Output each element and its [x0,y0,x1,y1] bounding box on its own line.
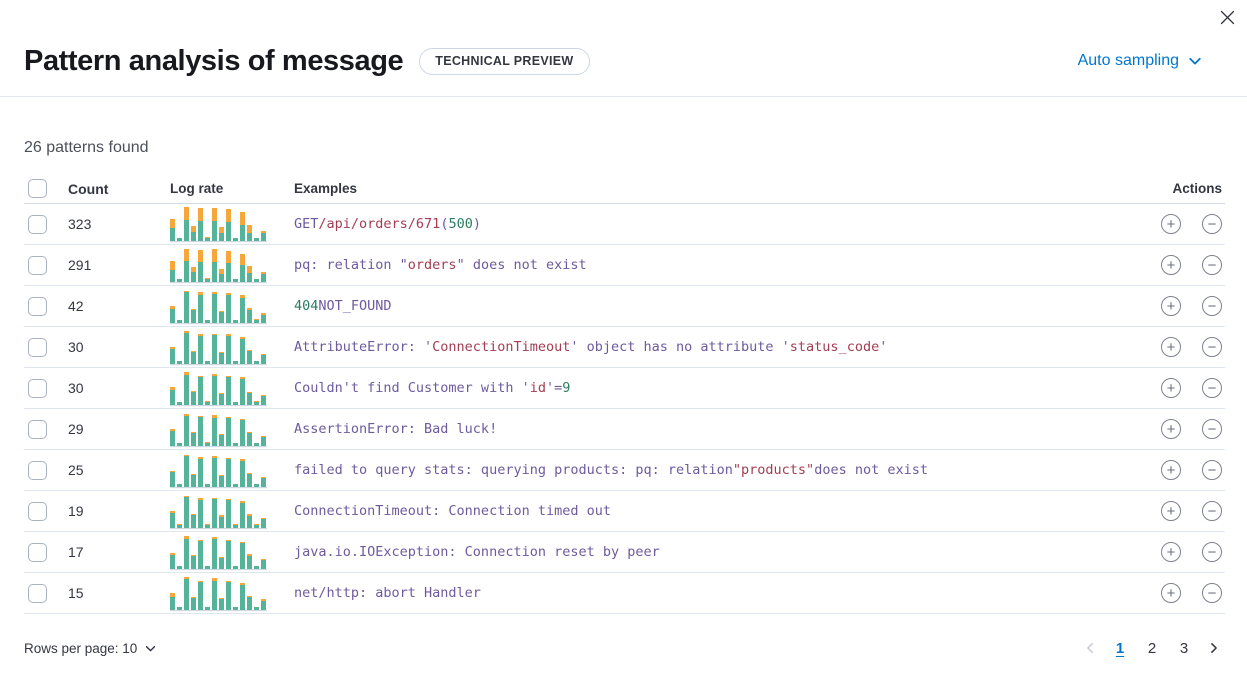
filter-out-button[interactable]: − [1202,337,1222,357]
row-checkbox[interactable] [28,542,47,562]
row-checkbox[interactable] [28,296,47,316]
filter-out-button[interactable]: − [1202,542,1222,562]
select-all-checkbox[interactable] [28,179,47,198]
pattern-example: java.io.IOException: Connection reset by… [294,544,660,560]
table-row: 323 GET /api/orders/671 (500) + − [24,204,1225,245]
chevron-down-icon [144,642,157,655]
filter-out-button[interactable]: − [1202,255,1222,275]
row-checkbox[interactable] [28,214,47,234]
count-value: 30 [68,380,84,396]
row-checkbox[interactable] [28,419,47,439]
table-footer: Rows per page: 10 1 2 3 [24,635,1225,661]
count-value: 323 [68,216,92,232]
pattern-example: AssertionError: Bad luck! [294,421,498,437]
close-icon[interactable] [1214,4,1241,31]
table-row: 29 AssertionError: Bad luck! + − [24,409,1225,450]
chevron-right-icon [1207,641,1221,655]
sampling-dropdown[interactable]: Auto sampling [1078,52,1203,70]
log-rate-sparkline [170,372,267,407]
page-3-button[interactable]: 3 [1171,635,1197,661]
table-row: 15 net/http: abort Handler + − [24,573,1225,614]
row-checkbox[interactable] [28,337,47,357]
column-header-log-rate: Log rate [170,181,224,196]
pagination: 1 2 3 [1079,635,1225,661]
pattern-example: Couldn't find Customer with 'id'=9 [294,380,571,396]
column-header-count: Count [68,180,109,197]
column-header-examples: Examples [294,181,358,196]
next-page-button[interactable] [1203,639,1225,657]
pattern-example: net/http: abort Handler [294,585,481,601]
filter-in-button[interactable]: + [1161,501,1181,521]
count-value: 30 [68,339,84,355]
patterns-table: Count Log rate Examples Actions 323 GET /… [24,174,1225,614]
count-value: 25 [68,462,84,478]
filter-in-button[interactable]: + [1161,296,1181,316]
count-value: 17 [68,544,84,560]
pattern-example: pq: relation "orders" does not exist [294,257,587,273]
log-rate-sparkline [170,291,267,325]
filter-out-button[interactable]: − [1202,583,1222,603]
count-value: 291 [68,257,92,273]
log-rate-sparkline [170,331,267,366]
flyout-header: Pattern analysis of message TECHNICAL PR… [0,0,1247,97]
row-checkbox[interactable] [28,583,47,603]
row-checkbox[interactable] [28,255,47,275]
filter-in-button[interactable]: + [1161,419,1181,439]
log-rate-sparkline [170,455,267,489]
row-checkbox[interactable] [28,378,47,398]
table-row: 30 AttributeError: 'ConnectionTimeout' ob… [24,327,1225,368]
sampling-label: Auto sampling [1077,52,1179,69]
pattern-example: 404 NOT_FOUND [294,298,392,314]
pattern-example: GET /api/orders/671 (500) [294,216,481,232]
count-value: 29 [68,421,84,437]
filter-in-button[interactable]: + [1161,214,1181,234]
filter-in-button[interactable]: + [1161,460,1181,480]
rows-per-page-label: Rows per page: 10 [24,640,138,656]
rows-per-page-dropdown[interactable]: Rows per page: 10 [24,641,157,656]
filter-in-button[interactable]: + [1161,542,1181,562]
filter-in-button[interactable]: + [1161,378,1181,398]
page-title: Pattern analysis of message [24,44,404,77]
patterns-found-count: 26 patterns found [24,139,149,156]
filter-out-button[interactable]: − [1202,296,1222,316]
filter-out-button[interactable]: − [1202,419,1222,439]
page-1-button[interactable]: 1 [1107,635,1133,661]
table-row: 42 404 NOT_FOUND + − [24,286,1225,327]
log-rate-sparkline [170,207,267,243]
table-header-row: Count Log rate Examples Actions [24,174,1225,204]
filter-out-button[interactable]: − [1202,214,1222,234]
count-value: 19 [68,503,84,519]
count-value: 42 [68,298,84,314]
table-row: 17 java.io.IOException: Connection reset … [24,532,1225,573]
filter-in-button[interactable]: + [1161,255,1181,275]
row-checkbox[interactable] [28,501,47,521]
pattern-example: ConnectionTimeout: Connection timed out [294,503,611,519]
table-row: 291 pq: relation "orders" does not exist +… [24,245,1225,286]
count-value: 15 [68,585,84,601]
row-checkbox[interactable] [28,460,47,480]
log-rate-sparkline [170,414,267,448]
previous-page-button[interactable] [1079,639,1101,657]
log-rate-sparkline [170,496,267,530]
table-row: 30 Couldn't find Customer with 'id'=9 + − [24,368,1225,409]
log-rate-sparkline [170,249,267,284]
filter-out-button[interactable]: − [1202,378,1222,398]
filter-out-button[interactable]: − [1202,501,1222,521]
technical-preview-badge: TECHNICAL PREVIEW [419,47,590,75]
filter-in-button[interactable]: + [1161,337,1181,357]
chevron-down-icon [1187,53,1203,69]
column-header-actions: Actions [1172,181,1222,196]
filter-in-button[interactable]: + [1161,583,1181,603]
log-rate-sparkline [170,577,267,612]
pattern-table-body: 323 GET /api/orders/671 (500) + − 291 pq: rel… [24,204,1225,614]
pattern-example: AttributeError: 'ConnectionTimeout' obje… [294,339,888,355]
pattern-example: failed to query stats: querying products… [294,462,928,478]
page-2-button[interactable]: 2 [1139,635,1165,661]
table-row: 19 ConnectionTimeout: Connection timed ou… [24,491,1225,532]
filter-out-button[interactable]: − [1202,460,1222,480]
table-row: 25 failed to query stats: querying produc… [24,450,1225,491]
chevron-left-icon [1083,641,1097,655]
log-rate-sparkline [170,536,267,571]
